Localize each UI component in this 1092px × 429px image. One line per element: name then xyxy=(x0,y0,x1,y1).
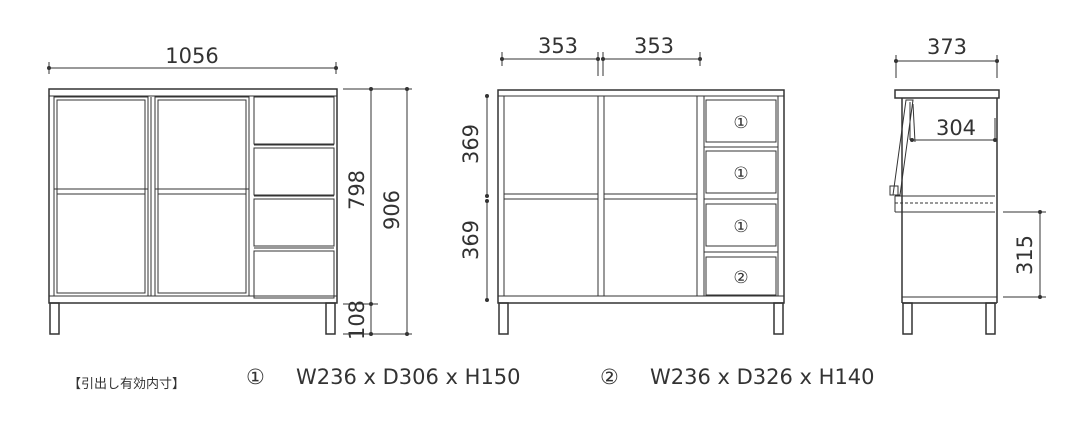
front-drawer-1 xyxy=(253,96,335,145)
dim-lower-compartment: 369 xyxy=(459,220,483,260)
interior-drawer-4 xyxy=(705,256,777,296)
dim-height-base: 108 xyxy=(345,300,369,340)
front-leg-left xyxy=(49,302,60,335)
dim-inner-depth: 304 xyxy=(936,116,976,140)
front-drawer-3 xyxy=(253,198,335,247)
caption-label: 【引出し有効内寸】 xyxy=(68,377,186,392)
front-drawer-4 xyxy=(253,250,335,299)
interior-drawer-1 xyxy=(705,99,777,143)
dim-side-depth: 373 xyxy=(927,35,967,59)
dim-upper-compartment: 369 xyxy=(459,124,483,164)
front-carcass xyxy=(48,88,338,304)
interior-drawer-3 xyxy=(705,203,777,247)
interior-leg-left xyxy=(498,302,509,335)
caption-spec1-mark: ① xyxy=(246,365,265,389)
dim-height-total: 906 xyxy=(380,190,404,230)
caption-spec2: W236 x D326 x H140 xyxy=(650,365,875,389)
drawer-label-1: ① xyxy=(733,113,748,133)
side-leg-front xyxy=(902,302,913,335)
interior-drawer-2 xyxy=(705,150,777,194)
interior-carcass xyxy=(497,89,785,304)
interior-view: ① ① ① ② 353 353 369 369 xyxy=(459,34,785,335)
front-door-right xyxy=(154,96,250,297)
drawer-label-4: ② xyxy=(733,268,748,288)
side-open-door xyxy=(892,99,914,196)
interior-leg-right xyxy=(773,302,784,335)
dim-side-lower: 315 xyxy=(1013,235,1037,275)
caption-spec1: W236 x D306 x H150 xyxy=(296,365,521,389)
side-top-board xyxy=(894,89,1000,99)
front-door-left xyxy=(53,96,149,297)
side-leg-back xyxy=(985,302,996,335)
dim-door-right: 353 xyxy=(634,34,674,58)
dim-door-left: 353 xyxy=(538,34,578,58)
drawer-label-3: ① xyxy=(733,217,748,237)
front-view: 1056 798 906 108 xyxy=(47,44,412,340)
caption-spec2-mark: ② xyxy=(600,365,619,389)
side-view: 373 304 315 xyxy=(889,35,1046,335)
front-leg-right xyxy=(325,302,336,335)
front-drawer-2 xyxy=(253,147,335,196)
dim-front-width: 1056 xyxy=(165,44,218,68)
drawer-label-2: ① xyxy=(733,164,748,184)
dim-height-upper: 798 xyxy=(345,170,369,210)
